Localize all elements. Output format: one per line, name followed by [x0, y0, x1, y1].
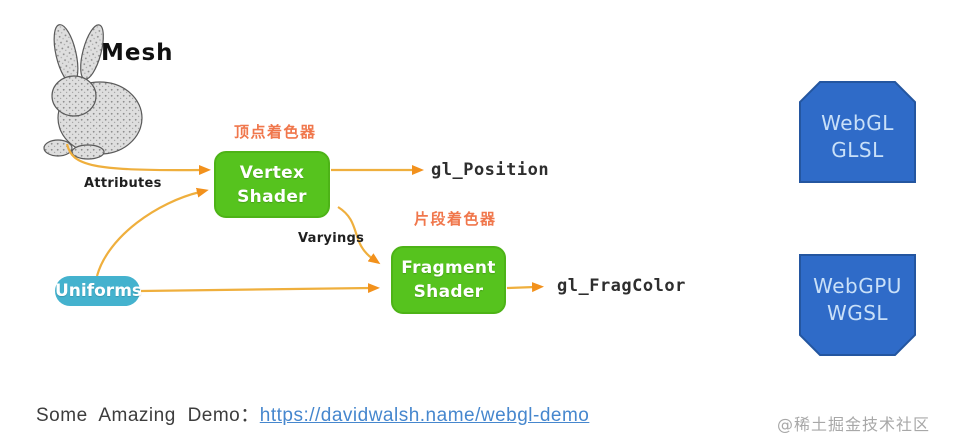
webgpu-wgsl-box-shape: [799, 254, 916, 356]
wgsl-label: WGSL: [826, 301, 889, 325]
attributes-label: Attributes: [84, 176, 162, 191]
webgl-glsl-box: WebGL GLSL: [799, 81, 916, 183]
fragment-shader-label-line2: Shader: [413, 282, 484, 302]
bunny-hind-foot: [71, 144, 105, 160]
vertex-shader-label-line1: Vertex: [239, 162, 305, 183]
footer-caption: Some Amazing Demo：https://davidwalsh.nam…: [36, 400, 589, 427]
fragment-shader-cn-label: 片段着色器: [414, 210, 497, 228]
bunny-head: [51, 75, 97, 117]
webgpu-label: WebGPU: [813, 274, 902, 298]
fragment-shader-label-line1: Fragment: [401, 258, 496, 278]
gl-position-output: gl_Position: [431, 160, 550, 180]
uniforms-node: Uniforms: [55, 276, 142, 306]
webgl-label: WebGL: [821, 111, 894, 135]
mesh-label: Mesh: [101, 40, 174, 66]
arrow-fragment-to-glfragcolor: [506, 282, 544, 293]
gl-fragcolor-output: gl_FragColor: [557, 276, 686, 296]
vertex-shader-node: Vertex Shader: [214, 151, 330, 218]
webgl-glsl-box-shape: [799, 81, 916, 183]
vertex-shader-cn-label: 顶点着色器: [234, 123, 317, 141]
demo-link[interactable]: https://davidwalsh.name/webgl-demo: [259, 405, 590, 426]
vertex-shader-label-line2: Shader: [237, 186, 307, 207]
varyings-label: Varyings: [298, 231, 365, 246]
fragment-shader-node: Fragment Shader: [391, 246, 506, 314]
bunny-front-foot: [43, 139, 73, 157]
webgpu-wgsl-box: WebGPU WGSL: [799, 254, 916, 356]
arrow-uniforms-to-fragment: [140, 283, 380, 294]
watermark: @稀土掘金技术社区: [777, 415, 931, 434]
footer-caption-text: Some Amazing Demo：: [36, 405, 260, 426]
glsl-label: GLSL: [831, 138, 884, 162]
arrow-uniforms-to-vertex: [95, 187, 209, 277]
